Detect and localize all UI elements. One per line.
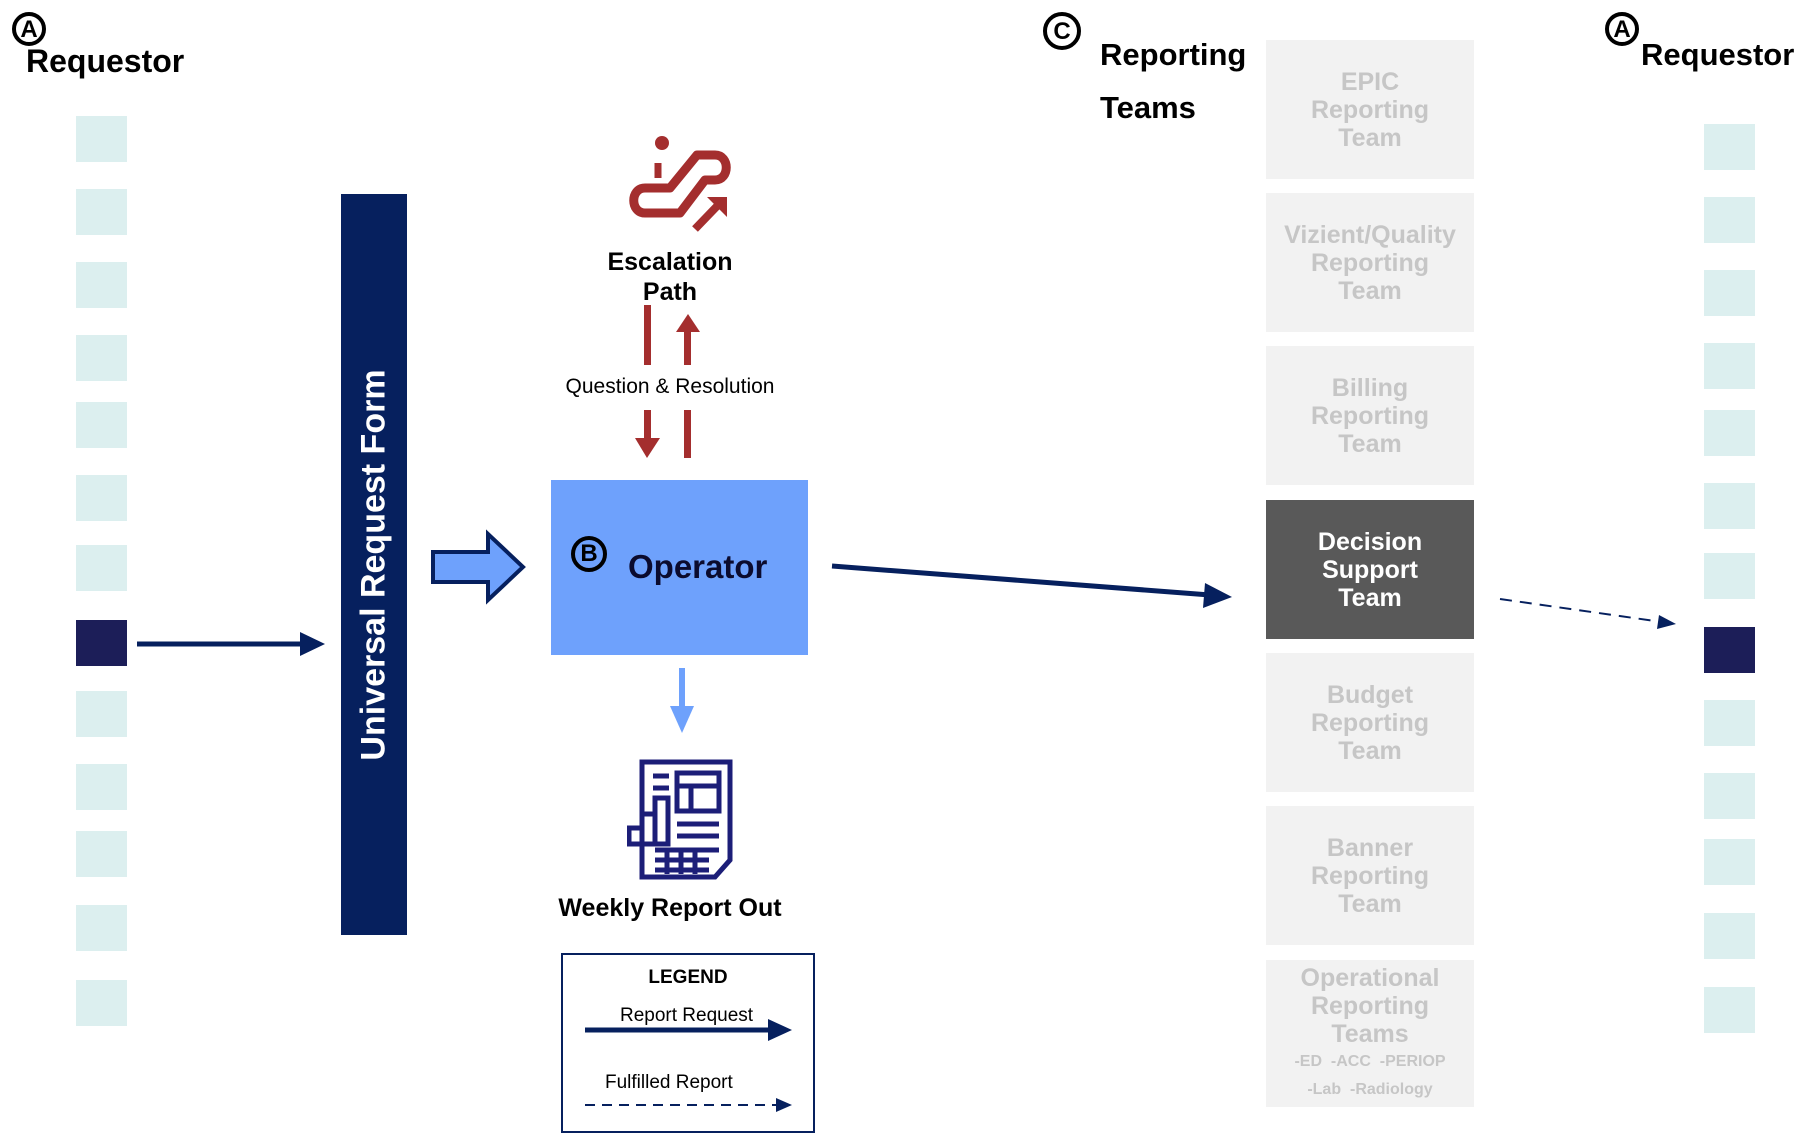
left-requestor-title: Requestor xyxy=(26,43,185,79)
team-sub-label: -ED -ACC -PERIOP xyxy=(1294,1052,1446,1070)
requestor-square xyxy=(76,475,127,521)
escalator-icon xyxy=(629,136,731,232)
team-box[interactable]: Banner Reporting Team xyxy=(1266,806,1474,945)
arrow-requestor-to-form xyxy=(137,632,325,656)
requestor-square xyxy=(76,335,127,381)
requestor-square xyxy=(1704,773,1755,819)
legend-fulfilled-report-label: Fulfilled Report xyxy=(605,1072,733,1093)
marker-c: C xyxy=(1043,12,1081,50)
arrow-operator-to-report xyxy=(670,668,694,733)
legend-solid-arrow xyxy=(585,1019,792,1041)
requestor-square xyxy=(76,691,127,737)
team-box[interactable]: Operational Reporting Teams -ED -ACC -PER… xyxy=(1266,960,1474,1107)
requestor-square xyxy=(1704,124,1755,170)
legend-dashed-arrow xyxy=(585,1098,792,1112)
requestor-square xyxy=(76,980,127,1026)
team-label: Vizient/Quality Reporting Team xyxy=(1284,220,1456,305)
requestor-square xyxy=(1704,270,1755,316)
requestor-square xyxy=(1704,197,1755,243)
team-sub-label: -Lab -Radiology xyxy=(1307,1080,1433,1098)
requestor-square xyxy=(76,116,127,162)
requestor-square xyxy=(1704,913,1755,959)
requestor-square xyxy=(76,905,127,951)
marker-b: B xyxy=(571,536,607,572)
legend-title: LEGEND xyxy=(648,967,728,988)
team-box[interactable]: Budget Reporting Team xyxy=(1266,653,1474,792)
team-box[interactable]: Billing Reporting Team xyxy=(1266,346,1474,485)
requestor-square-active xyxy=(76,620,127,666)
team-label: Budget Reporting Team xyxy=(1310,680,1430,765)
requestor-square xyxy=(76,189,127,235)
requestor-square xyxy=(1704,483,1755,529)
arrow-operator-to-teams xyxy=(831,563,1232,608)
requestor-square xyxy=(76,545,127,591)
universal-request-form[interactable]: Universal Request Form xyxy=(341,194,407,935)
team-box[interactable]: EPIC Reporting Team xyxy=(1266,40,1474,179)
weekly-report-label: Weekly Report Out xyxy=(558,894,782,922)
requestor-square xyxy=(1704,839,1755,885)
team-label: Banner Reporting Team xyxy=(1310,833,1430,918)
arrow-form-to-operator xyxy=(431,529,526,605)
requestor-square-active xyxy=(1704,627,1755,673)
operator-box[interactable]: B Operator xyxy=(551,480,808,655)
escalation-path-label: Escalation Path xyxy=(607,248,733,306)
operator-label: Operator xyxy=(628,548,768,585)
team-label: EPIC Reporting Team xyxy=(1310,67,1430,152)
requestor-square xyxy=(1704,553,1755,599)
requestor-square xyxy=(76,402,127,448)
team-label: Decision Support Team xyxy=(1317,527,1423,612)
marker-a-right: A xyxy=(1605,12,1639,46)
requestor-square xyxy=(1704,987,1755,1033)
requestor-square xyxy=(76,262,127,308)
arrow-teams-to-requestor xyxy=(1499,598,1676,629)
requestor-square xyxy=(1704,700,1755,746)
requestor-square xyxy=(76,764,127,810)
requestor-square xyxy=(1704,410,1755,456)
requestor-square xyxy=(1704,343,1755,389)
escalation-arrows xyxy=(635,305,700,458)
legend: LEGEND Report Request Fulfilled Report xyxy=(561,953,815,1133)
reporting-teams-title: Reporting Teams xyxy=(1100,37,1247,125)
team-label: Operational Reporting Teams xyxy=(1300,963,1440,1048)
question-resolution-label: Question & Resolution xyxy=(565,375,775,398)
marker-a-left: A xyxy=(12,12,46,46)
requestor-square xyxy=(76,831,127,877)
team-box[interactable]: Vizient/Quality Reporting Team xyxy=(1266,193,1474,332)
right-requestor-title: Requestor xyxy=(1641,37,1795,72)
team-box-active[interactable]: Decision Support Team xyxy=(1266,500,1474,639)
team-label: Billing Reporting Team xyxy=(1310,373,1430,458)
legend-report-request-label: Report Request xyxy=(620,1005,754,1026)
report-document-icon xyxy=(627,759,733,880)
